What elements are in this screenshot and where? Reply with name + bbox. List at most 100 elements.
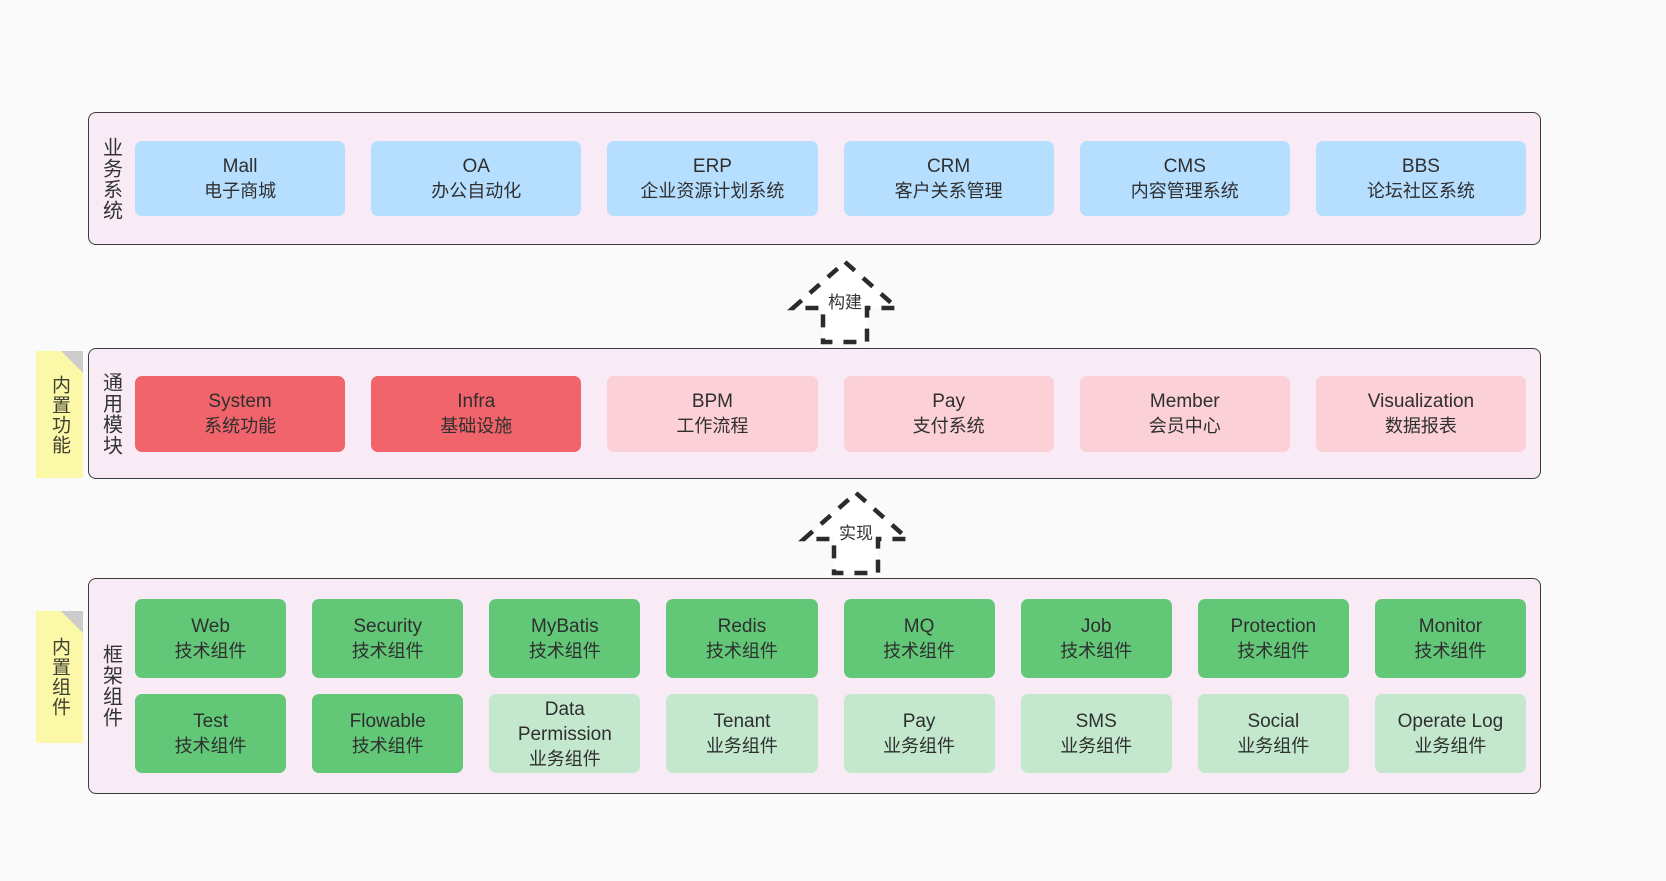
card-title: Web [191, 616, 230, 637]
card-title: Data Permission [517, 698, 612, 745]
card-oa[interactable]: OA 办公自动化 [371, 141, 582, 216]
layer-framework-title: 框架组件 [99, 644, 122, 728]
card-title: SMS [1075, 711, 1117, 732]
framework-card-row-2: Test 技术组件 Flowable 技术组件 Data Permission … [135, 694, 1526, 773]
layer-common-modules: 通用模块 System 系统功能 Infra 基础设施 BPM 工作流程 Pay [88, 348, 1541, 479]
modules-card-row: System 系统功能 Infra 基础设施 BPM 工作流程 Pay 支付系统… [135, 375, 1527, 452]
card-subtitle: 技术组件 [351, 641, 424, 661]
card-subtitle: 业务组件 [1414, 736, 1487, 756]
card-subtitle: 业务组件 [883, 736, 956, 756]
framework-card-row-1: Web 技术组件 Security 技术组件 MyBatis 技术组件 Redi… [135, 599, 1526, 678]
card-operate-log[interactable]: Operate Log 业务组件 [1374, 694, 1526, 773]
card-title: Operate Log [1397, 711, 1504, 732]
card-subtitle: 业务组件 [528, 748, 601, 769]
card-subtitle: 业务组件 [1237, 736, 1310, 756]
sticky-fold-corner-icon [61, 611, 83, 633]
card-flowable[interactable]: Flowable 技术组件 [312, 694, 464, 773]
card-subtitle: 技术组件 [1060, 641, 1133, 661]
card-mq[interactable]: MQ 技术组件 [843, 599, 995, 678]
card-infra[interactable]: Infra 基础设施 [371, 375, 582, 452]
dashed-hollow-arrow-up-icon [798, 489, 914, 576]
card-subtitle: 技术组件 [351, 736, 424, 756]
card-title: Visualization [1367, 391, 1475, 412]
card-title: Pay [902, 711, 936, 732]
card-subtitle: 业务组件 [1060, 736, 1133, 756]
card-visualization[interactable]: Visualization 数据报表 [1315, 375, 1527, 452]
card-subtitle: 技术组件 [174, 736, 247, 756]
card-subtitle: 技术组件 [883, 641, 956, 661]
card-subtitle: 支付系统 [912, 416, 985, 436]
card-cms[interactable]: CMS 内容管理系统 [1079, 141, 1290, 216]
connector-implement-arrow: 实现 [766, 487, 946, 579]
card-title: CMS [1163, 156, 1206, 177]
card-test[interactable]: Test 技术组件 [135, 694, 287, 773]
card-subtitle: 客户关系管理 [894, 181, 1003, 201]
card-subtitle: 技术组件 [1414, 641, 1487, 661]
card-system[interactable]: System 系统功能 [135, 375, 346, 452]
layer-framework-body: Web 技术组件 Security 技术组件 MyBatis 技术组件 Redi… [131, 579, 1540, 793]
card-title: OA [462, 156, 490, 177]
connector-implement-label: 实现 [839, 524, 873, 543]
connector-build-label: 构建 [828, 293, 862, 312]
card-subtitle: 技术组件 [528, 641, 601, 661]
card-erp[interactable]: ERP 企业资源计划系统 [607, 141, 818, 216]
card-monitor[interactable]: Monitor 技术组件 [1374, 599, 1526, 678]
card-subtitle: 数据报表 [1384, 416, 1457, 436]
card-subtitle: 基础设施 [440, 416, 513, 436]
sticky-note-builtin-features: 内置功能 [36, 351, 83, 478]
sticky-fold-corner-icon [61, 351, 83, 373]
card-pay-module[interactable]: Pay 支付系统 [843, 375, 1054, 452]
card-title: System [208, 391, 272, 412]
sticky-label: 内置组件 [49, 637, 70, 717]
card-web[interactable]: Web 技术组件 [135, 599, 287, 678]
card-security[interactable]: Security 技术组件 [312, 599, 464, 678]
card-subtitle: 技术组件 [1237, 641, 1310, 661]
card-bpm[interactable]: BPM 工作流程 [607, 375, 818, 452]
card-title: Member [1149, 391, 1220, 412]
card-protection[interactable]: Protection 技术组件 [1197, 599, 1349, 678]
card-sms[interactable]: SMS 业务组件 [1020, 694, 1172, 773]
business-card-row: Mall 电子商城 OA 办公自动化 ERP 企业资源计划系统 CRM 客户关系… [135, 141, 1527, 216]
card-title: MQ [903, 616, 935, 637]
card-subtitle: 办公自动化 [431, 181, 522, 201]
card-mall[interactable]: Mall 电子商城 [135, 141, 346, 216]
sticky-note-builtin-components: 内置组件 [36, 611, 83, 743]
card-title: Test [193, 711, 228, 732]
layer-business-title: 业务系统 [99, 136, 122, 221]
card-redis[interactable]: Redis 技术组件 [666, 599, 818, 678]
card-title: Infra [457, 391, 496, 412]
connector-build-arrow: 构建 [755, 256, 935, 348]
card-data-permission[interactable]: Data Permission 业务组件 [489, 694, 641, 773]
card-mybatis[interactable]: MyBatis 技术组件 [489, 599, 641, 678]
card-bbs[interactable]: BBS 论坛社区系统 [1315, 141, 1527, 216]
card-subtitle: 工作流程 [676, 416, 749, 436]
card-subtitle: 内容管理系统 [1130, 181, 1239, 201]
card-title: Redis [717, 616, 767, 637]
card-title: ERP [692, 156, 732, 177]
card-crm[interactable]: CRM 客户关系管理 [843, 141, 1054, 216]
card-title: Monitor [1418, 616, 1483, 637]
card-subtitle: 技术组件 [174, 641, 247, 661]
card-member[interactable]: Member 会员中心 [1079, 375, 1290, 452]
card-subtitle: 会员中心 [1148, 416, 1221, 436]
layer-framework-components: 框架组件 Web 技术组件 Security 技术组件 MyBatis 技术组件… [88, 578, 1541, 794]
card-subtitle: 企业资源计划系统 [640, 181, 785, 201]
card-title: BPM [691, 391, 734, 412]
card-title: Social [1247, 711, 1300, 732]
card-subtitle: 论坛社区系统 [1366, 181, 1475, 201]
card-subtitle: 技术组件 [705, 641, 778, 661]
card-subtitle: 电子商城 [204, 181, 277, 201]
dashed-hollow-arrow-up-icon [787, 258, 903, 345]
card-title: Tenant [713, 711, 771, 732]
card-title: Pay [932, 391, 965, 412]
card-title: Job [1080, 616, 1112, 637]
card-pay-component[interactable]: Pay 业务组件 [843, 694, 995, 773]
sticky-label: 内置功能 [49, 374, 70, 455]
layer-business-systems: 业务系统 Mall 电子商城 OA 办公自动化 ERP 企业资源计划系统 CRM [88, 112, 1541, 245]
card-tenant[interactable]: Tenant 业务组件 [666, 694, 818, 773]
layer-modules-title: 通用模块 [99, 371, 122, 456]
card-title: Flowable [349, 711, 426, 732]
card-social[interactable]: Social 业务组件 [1197, 694, 1349, 773]
card-job[interactable]: Job 技术组件 [1020, 599, 1172, 678]
